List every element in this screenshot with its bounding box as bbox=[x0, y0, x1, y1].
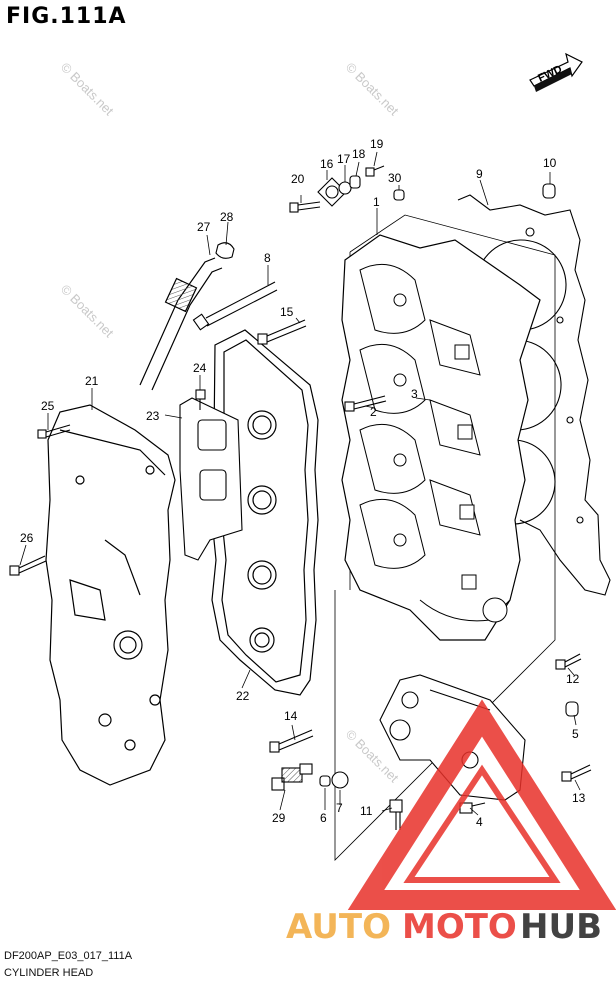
bolt-12 bbox=[555, 653, 582, 670]
bolt-24 bbox=[195, 389, 206, 410]
bolt-4 bbox=[459, 802, 486, 814]
callout-25: 25 bbox=[41, 399, 55, 413]
callout-20: 20 bbox=[291, 172, 305, 186]
callout-21: 21 bbox=[85, 374, 99, 388]
bolt-19 bbox=[365, 165, 385, 177]
callout-15: 15 bbox=[280, 305, 294, 319]
o-ring-7 bbox=[331, 771, 349, 789]
watermark-text: © Boats.net bbox=[58, 60, 117, 119]
callout-23: 23 bbox=[146, 409, 160, 423]
callout-13: 13 bbox=[572, 791, 586, 805]
forward-arrow-icon: FWD bbox=[529, 52, 583, 92]
dowel-10 bbox=[542, 183, 556, 199]
gasket-plate bbox=[179, 397, 243, 561]
dowel-18 bbox=[349, 175, 361, 189]
cam-housing-cover bbox=[45, 404, 176, 786]
washer-6 bbox=[319, 775, 331, 787]
o-ring-17 bbox=[338, 181, 352, 195]
bolt-26 bbox=[9, 555, 47, 576]
callout-14: 14 bbox=[284, 709, 298, 723]
bolt-14 bbox=[269, 729, 314, 753]
bolt-2 bbox=[344, 395, 387, 412]
dowel-30 bbox=[393, 189, 405, 201]
bolt-20 bbox=[289, 201, 321, 213]
callout-27: 27 bbox=[197, 220, 211, 234]
callout-18: 18 bbox=[352, 147, 366, 161]
callout-12: 12 bbox=[566, 672, 580, 686]
callout-22: 22 bbox=[236, 689, 250, 703]
bolt-15 bbox=[257, 319, 307, 345]
bolts bbox=[9, 165, 592, 782]
figure-subtitle: CYLINDER HEAD bbox=[4, 967, 94, 979]
callout-16: 16 bbox=[320, 157, 334, 171]
camshaft-section bbox=[359, 263, 511, 623]
callout-30: 30 bbox=[388, 171, 402, 185]
callout-10: 10 bbox=[543, 156, 557, 170]
figure-title: FIG.111A bbox=[6, 4, 127, 29]
logo-text-auto: AUTO bbox=[286, 907, 391, 947]
automotohub-logo: AUTO MOTO HUB bbox=[286, 699, 616, 947]
callout-2: 2 bbox=[370, 405, 377, 419]
dowel-5 bbox=[565, 701, 579, 717]
small-parts bbox=[271, 175, 579, 830]
callout-26: 26 bbox=[20, 531, 34, 545]
leader-lines bbox=[19, 151, 581, 816]
callout-3: 3 bbox=[411, 387, 418, 401]
logo-text-hub: HUB bbox=[520, 907, 602, 947]
callout-1: 1 bbox=[373, 195, 380, 209]
watermark-text: © Boats.net bbox=[58, 282, 117, 341]
bolt-8 bbox=[192, 281, 278, 331]
breather-hose bbox=[139, 257, 223, 391]
watermark-text: © Boats.net bbox=[343, 60, 402, 119]
callout-5: 5 bbox=[572, 727, 579, 741]
callout-11: 11 bbox=[360, 804, 373, 818]
logo-text-moto: MOTO bbox=[402, 907, 517, 947]
bolt-25 bbox=[37, 424, 71, 439]
spark-plug-29 bbox=[271, 763, 313, 791]
callout-29: 29 bbox=[272, 811, 286, 825]
bolt-13 bbox=[561, 764, 592, 782]
callout-19: 19 bbox=[370, 137, 384, 151]
callout-7: 7 bbox=[336, 801, 343, 815]
callout-28: 28 bbox=[220, 210, 234, 224]
cover-gasket bbox=[209, 329, 319, 696]
callout-17: 17 bbox=[337, 152, 351, 166]
callout-numbers: 1 2 3 4 5 6 7 8 9 10 11 12 13 14 15 16 1… bbox=[20, 137, 586, 829]
cylinder-head bbox=[341, 234, 541, 641]
callout-8: 8 bbox=[264, 251, 271, 265]
callout-6: 6 bbox=[320, 811, 327, 825]
figure-code: DF200AP_E03_017_111A bbox=[4, 950, 133, 962]
callout-24: 24 bbox=[193, 361, 207, 375]
bolt-11 bbox=[389, 799, 403, 830]
callout-9: 9 bbox=[476, 167, 483, 181]
callout-4: 4 bbox=[476, 815, 483, 829]
timing-bracket bbox=[379, 674, 526, 801]
hose-clamp bbox=[215, 242, 235, 259]
